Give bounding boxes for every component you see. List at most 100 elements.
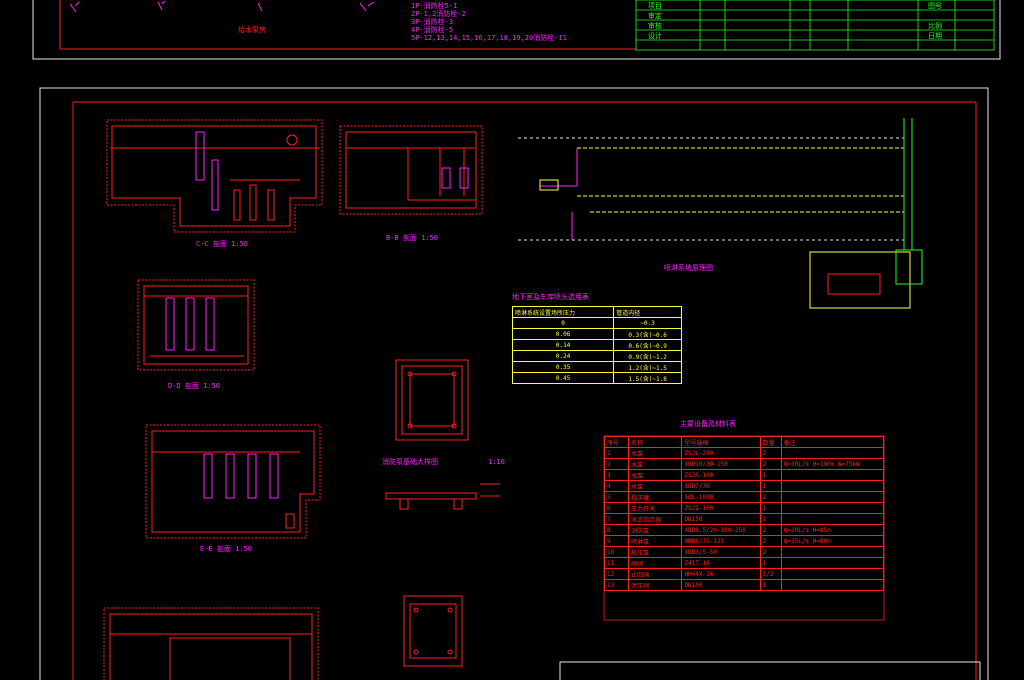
table-cell: XBD8/35-125 [681,535,761,547]
top-pipe-marks [69,0,375,13]
table-cell: 0.14 [511,339,615,351]
title-block-cell-7: 日期 [928,32,942,40]
table-header-cell: 备注 [780,436,885,448]
table-cell: 13 [603,579,630,591]
table-cell: 1 [759,502,782,514]
table-cell [780,513,885,525]
section-cc-drawing [106,119,323,233]
table-cell: 水泵 [628,458,683,470]
table-cell: 0.6(含)~0.9 [613,339,682,351]
title-block-cell-6: 比例 [928,22,942,30]
table-cell: 水泵 [628,480,683,492]
top-label: 给水泵房 [238,26,266,34]
table-cell: Q=30L/s H=100m N=75kW [780,458,885,470]
top-sheet-border [32,0,1001,60]
table-header-cell: 名称 [628,436,683,448]
table-cell: 0.9(含)~1.2 [613,350,682,362]
table-cell: 2 [603,458,630,470]
system-diagram-title: 喷淋系统原理图 [664,264,713,272]
table-cell: ZSJL-200 [681,447,761,459]
top-note-3: 3P-消防栓-3 [411,18,454,26]
table-cell: 0.24 [511,350,615,362]
table-cell: 4 [603,480,630,492]
table-cell: 8 [603,524,630,536]
table-cell: 0.06 [511,328,615,340]
section-bb-drawing [339,125,483,215]
table-cell [780,447,885,459]
table-cell: 泄压阀 [628,579,683,591]
table-cell: ZSJZ-100 [681,502,761,514]
table-cell: XBD3/5-50 [681,546,761,558]
table-cell: 水流指示器 [628,513,683,525]
top-title-block [635,0,995,51]
table-cell: 2 [759,447,782,459]
equipment-table-title: 主要设备及材料表 [680,420,736,428]
table-cell: 5 [603,491,630,503]
top-note-1: 1P-消防栓5-1 [411,2,458,10]
title-block-cell-2: 审定 [648,12,662,20]
table-cell: 消防泵 [628,524,683,536]
table-cell: Q=35L/s H=80m [780,535,885,547]
table-cell: ~0.3 [613,317,682,329]
pump-base-detail-3 [403,595,463,667]
table-cell: XBD10/30-150 [681,458,761,470]
table-cell: DN100 [681,579,761,591]
section-cc-label: C-C 剖面 1:50 [196,240,248,248]
table-header-cell: 管道内径 [613,306,682,318]
section-dd-label: D-D 剖面 1:50 [168,382,220,390]
table-cell: SQL-1000 [681,491,761,503]
table-cell: 压力开关 [628,502,683,514]
table-cell [780,480,885,492]
table-header-cell: 型号规格 [681,436,761,448]
table-cell: DN150 [681,513,761,525]
table-row: 0 ~0.3 [511,317,682,329]
table-cell: Q=20L/s H=85m [780,524,885,536]
table-cell: 稳压罐 [628,491,683,503]
table-cell: 水泵 [628,447,683,459]
table-cell: 12 [603,568,630,580]
section-ee-drawing [145,424,321,539]
table-cell [780,557,885,569]
main-sheet-border [39,87,989,680]
table-cell: 1 [759,579,782,591]
table-cell: 水泵 [628,469,683,481]
table-row: 0.06 0.3(含)~0.6 [511,328,682,340]
pump-base-detail-2 [385,483,500,510]
pump-base-detail-1 [395,359,469,441]
table-cell [780,491,885,503]
table-header-cell: 喷淋系统设置场所压力 [511,306,615,318]
table-cell: 2 [759,535,782,547]
top-note-4: 4P-消防栓-5 [411,26,454,34]
table-row: 喷淋系统设置场所压力 管道内径 [511,306,682,318]
table-cell: 7 [603,513,630,525]
section-dd-drawing [137,279,255,371]
table-cell: 0.45 [511,372,615,384]
table-cell: 9 [603,535,630,547]
table-cell: 稳压泵 [628,546,683,558]
table-row: 0.35 1.2(含)~1.5 [511,361,682,373]
title-block-cell-3: 审核 [648,22,662,30]
table-cell: ZSJR-100 [681,469,761,481]
table-cell: 1.2(含)~1.5 [613,361,682,373]
table-cell: XBD8.5/20-100-250 [681,524,761,536]
table-cell [780,546,885,558]
table-cell: 0 [511,317,615,329]
table-row: 0.45 1.5(含)~1.8 [511,372,682,384]
title-block-cell-1: 项目 [648,2,662,10]
table-cell [780,502,885,514]
table-cell: 1 [759,513,782,525]
table-cell: 2 [759,458,782,470]
table-cell [780,568,885,580]
table-cell: 喷淋泵 [628,535,683,547]
